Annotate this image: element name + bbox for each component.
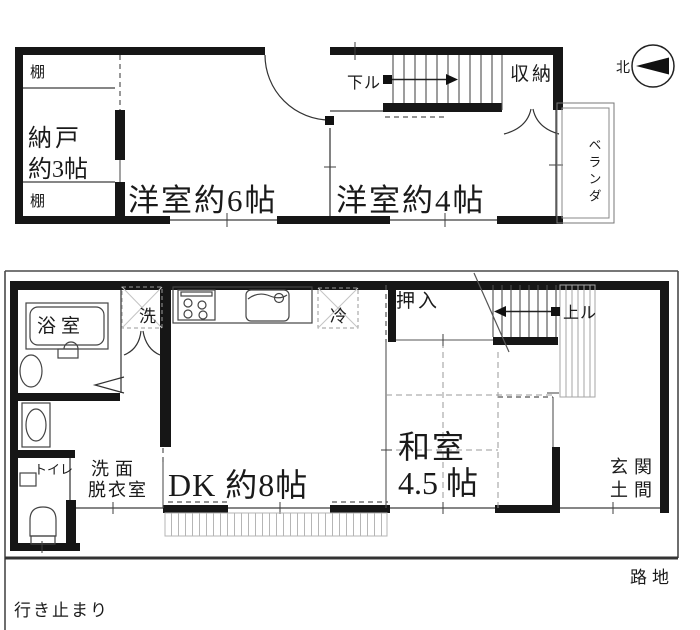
stair-arrow-origin-1f bbox=[551, 307, 560, 316]
label-shelf-bottom: 棚 bbox=[30, 193, 45, 210]
window-ticks-lower bbox=[41, 334, 614, 553]
stove-icon bbox=[177, 289, 216, 321]
label-north: 北 bbox=[616, 60, 630, 76]
compass-circle bbox=[631, 44, 675, 88]
label-dead-end: 行き止まり bbox=[14, 601, 109, 620]
stair-break-line bbox=[473, 272, 510, 353]
stair-arrow-origin bbox=[383, 75, 392, 84]
label-washroom-2: 脱衣室 bbox=[88, 480, 148, 500]
label-shelf-top: 棚 bbox=[30, 64, 45, 81]
washroom-double-doors bbox=[123, 330, 161, 356]
label-closet-2f: 収納 bbox=[510, 63, 554, 85]
label-toilet: トイレ bbox=[34, 462, 73, 477]
lower-floor-plan: 浴室 洗 冷 押入 上ル トイレ 洗面 脱衣室 DK 約8帖 和室 4.5 帖 … bbox=[4, 270, 679, 630]
label-veranda: ベランダ bbox=[587, 138, 602, 206]
north-arrow-icon bbox=[636, 57, 669, 75]
label-storage-room-2: 約3帖 bbox=[28, 156, 88, 183]
label-entrance-1: 玄関 bbox=[610, 457, 658, 477]
label-washer: 洗 bbox=[139, 307, 156, 326]
shelf-divider-lines bbox=[23, 87, 115, 183]
compass bbox=[631, 44, 675, 88]
toilet-shelf bbox=[19, 472, 37, 487]
label-washitsu-1: 和室 bbox=[398, 429, 466, 465]
label-oshiire: 押入 bbox=[396, 290, 440, 312]
misc-dashed-lines bbox=[168, 396, 553, 503]
washer-box bbox=[121, 286, 163, 329]
label-entrance-2: 土間 bbox=[610, 480, 658, 500]
lower-walls bbox=[10, 281, 669, 551]
stair-arrow-head-left bbox=[494, 306, 506, 317]
toilet-fixture bbox=[19, 472, 57, 545]
label-stairs-up: 上ル bbox=[563, 304, 597, 322]
lower-stairs bbox=[473, 272, 596, 398]
fridge-box bbox=[317, 287, 359, 329]
label-western-room-4: 洋室約4帖 bbox=[336, 183, 486, 218]
washbasin bbox=[21, 402, 51, 448]
bath-stool-icon bbox=[19, 354, 43, 388]
upper-floor-plan: 棚 棚 納戸 約3帖 洋室約6帖 洋室約4帖 下ル 収納 ベランダ 北 bbox=[15, 42, 675, 227]
label-storage-room-1: 納戸 bbox=[28, 125, 82, 152]
bathroom-folding-door bbox=[92, 376, 125, 394]
bathtub bbox=[25, 302, 109, 359]
sink-icon bbox=[245, 289, 290, 322]
upper-walls bbox=[15, 47, 563, 224]
tatami-grid bbox=[386, 342, 553, 508]
closet-double-doors bbox=[503, 108, 560, 135]
veranda bbox=[556, 102, 615, 224]
stair-arrow-head-right bbox=[446, 74, 458, 85]
label-washroom-1: 洗面 bbox=[91, 459, 139, 479]
label-western-room-6: 洋室約6帖 bbox=[128, 183, 278, 218]
lot-boundary bbox=[4, 270, 679, 630]
label-fridge: 冷 bbox=[330, 307, 347, 326]
deck-hatch bbox=[164, 512, 388, 537]
label-washitsu-2: 4.5 帖 bbox=[398, 465, 478, 501]
label-dining-kitchen: DK 約8帖 bbox=[168, 467, 308, 503]
door-hinge-square bbox=[325, 116, 334, 125]
upper-stairs bbox=[383, 55, 493, 103]
label-bathroom: 浴室 bbox=[37, 315, 85, 337]
label-alley: 路地 bbox=[630, 568, 674, 587]
window-ticks-upper bbox=[226, 42, 563, 227]
label-stairs-down: 下ル bbox=[347, 75, 381, 92]
door-swing-arc bbox=[264, 54, 331, 121]
kitchen-counter bbox=[172, 286, 313, 324]
